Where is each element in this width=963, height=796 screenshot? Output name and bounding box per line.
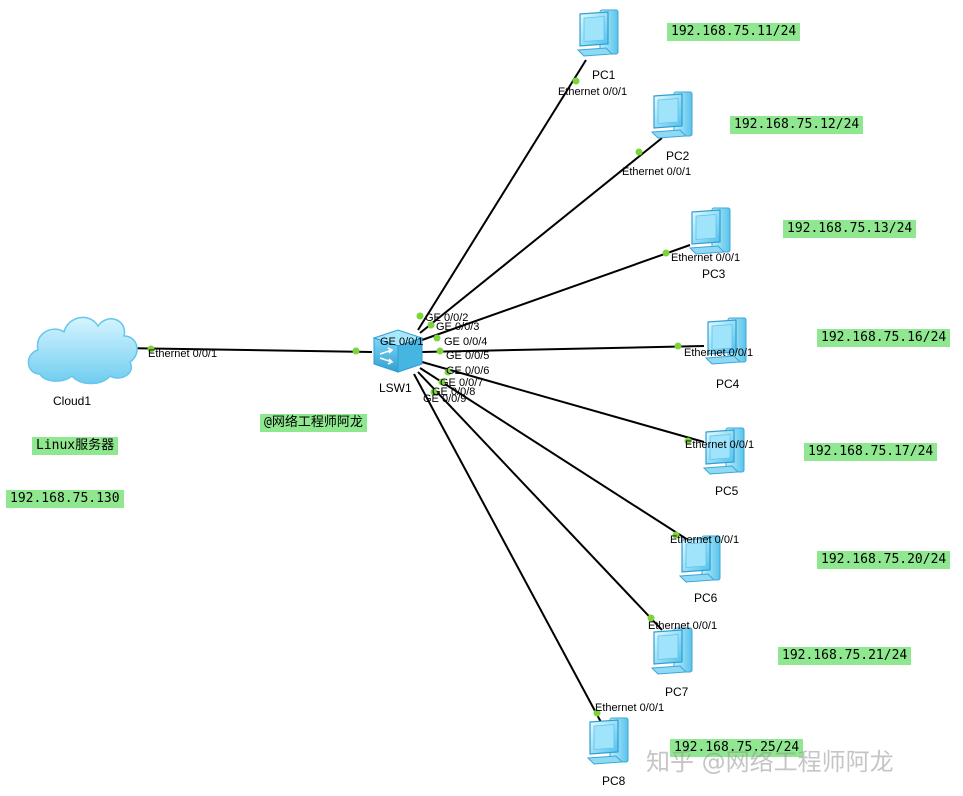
port-dot [444,368,452,376]
link-pc4 [421,345,705,353]
port-dot [427,321,435,329]
switch-port-label-pc1: GE 0/0/2 [425,312,469,324]
pc1-name[interactable]: PC1 [592,68,616,82]
pc3-port-label: Ethernet 0/0/1 [671,252,741,264]
link-cloud-switch [115,347,373,353]
link-pc3 [421,244,691,341]
switch-port-label-pc2: GE 0/0/3 [436,321,480,333]
pc4-port-label: Ethernet 0/0/1 [684,347,754,359]
port-dot [147,345,155,353]
pc3-icon[interactable] [689,207,731,255]
port-dot [674,342,682,350]
switch-port-uplink-label: GE 0/0/1 [380,336,424,348]
pc8-ip-label: 192.168.75.25/24 [670,739,804,757]
link-pc6 [419,367,689,541]
switch-port-label-pc6: GE 0/0/7 [440,377,484,389]
link-pc5 [421,361,705,443]
link-pc2 [419,137,663,334]
port-dot [593,709,601,717]
server-ip-label: 192.168.75.130 [6,490,124,508]
pc7-ip-label: 192.168.75.21/24 [778,647,912,665]
pc8-port-label: Ethernet 0/0/1 [595,702,665,714]
link-pc7 [417,371,663,631]
switch-port-label-pc3: GE 0/0/4 [444,336,488,348]
switch-port-label-pc5: GE 0/0/6 [446,365,490,377]
port-dots [147,77,692,717]
watermark: 知乎 @网络工程师阿龙 [646,748,894,776]
port-dot [430,388,438,396]
pc1-icon[interactable] [577,9,619,57]
pc2-icon[interactable] [651,91,693,139]
port-dot [572,77,580,85]
port-dot [684,437,692,445]
server-label: Linux服务器 [32,437,119,455]
link-pc8 [413,373,603,725]
pc6-ip-label: 192.168.75.20/24 [817,551,951,569]
pc8-name[interactable]: PC8 [602,774,626,788]
port-dot [436,347,444,355]
pc3-ip-label: 192.168.75.13/24 [783,220,917,238]
port-dot [433,334,441,342]
switch-name[interactable]: LSW1 [379,381,412,395]
switch-port-label-pc8: GE 0/0/9 [423,393,467,405]
pc5-ip-label: 192.168.75.17/24 [804,443,938,461]
pc2-name[interactable]: PC2 [666,149,690,163]
cloud-name[interactable]: Cloud1 [53,394,92,408]
pc5-name[interactable]: PC5 [715,484,739,498]
pc4-name[interactable]: PC4 [716,377,740,391]
port-dot [662,249,670,257]
links-layer [115,59,705,725]
port-dot [416,312,424,320]
pc2-ip-label: 192.168.75.12/24 [730,116,864,134]
port-dot [672,531,680,539]
switch-icon[interactable] [372,329,424,373]
author-label: @网络工程师阿龙 [260,414,367,432]
cloud-icon[interactable] [27,316,138,385]
link-pc1 [417,59,587,331]
pc1-ip-label: 192.168.75.11/24 [667,23,801,41]
pc6-name[interactable]: PC6 [694,591,718,605]
port-dot [352,347,360,355]
pc7-icon[interactable] [651,627,693,675]
pc3-name[interactable]: PC3 [702,267,726,281]
pc6-port-label: Ethernet 0/0/1 [670,534,740,546]
cloud-port-label: Ethernet 0/0/1 [148,348,218,360]
pc5-port-label: Ethernet 0/0/1 [685,439,755,451]
pc7-name[interactable]: PC7 [665,685,689,699]
port-dot [635,148,643,156]
pc2-port-label: Ethernet 0/0/1 [622,166,692,178]
pc8-icon[interactable] [587,717,629,765]
pc7-port-label: Ethernet 0/0/1 [648,620,718,632]
port-dot [438,378,446,386]
switch-port-label-pc4: GE 0/0/5 [446,350,490,362]
pc1-port-label: Ethernet 0/0/1 [558,86,628,98]
switch-port-label-pc7: GE 0/0/8 [432,386,476,398]
pc4-ip-label: 192.168.75.16/24 [817,329,951,347]
port-dot [647,614,655,622]
